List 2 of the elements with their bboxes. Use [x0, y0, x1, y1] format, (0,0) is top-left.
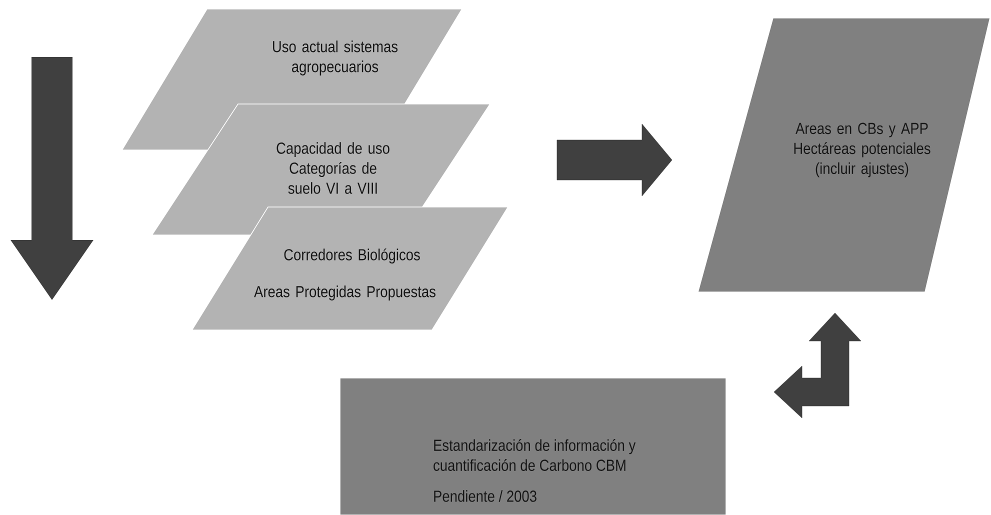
block-arrow [556, 124, 672, 196]
bent-arrow [774, 312, 862, 418]
